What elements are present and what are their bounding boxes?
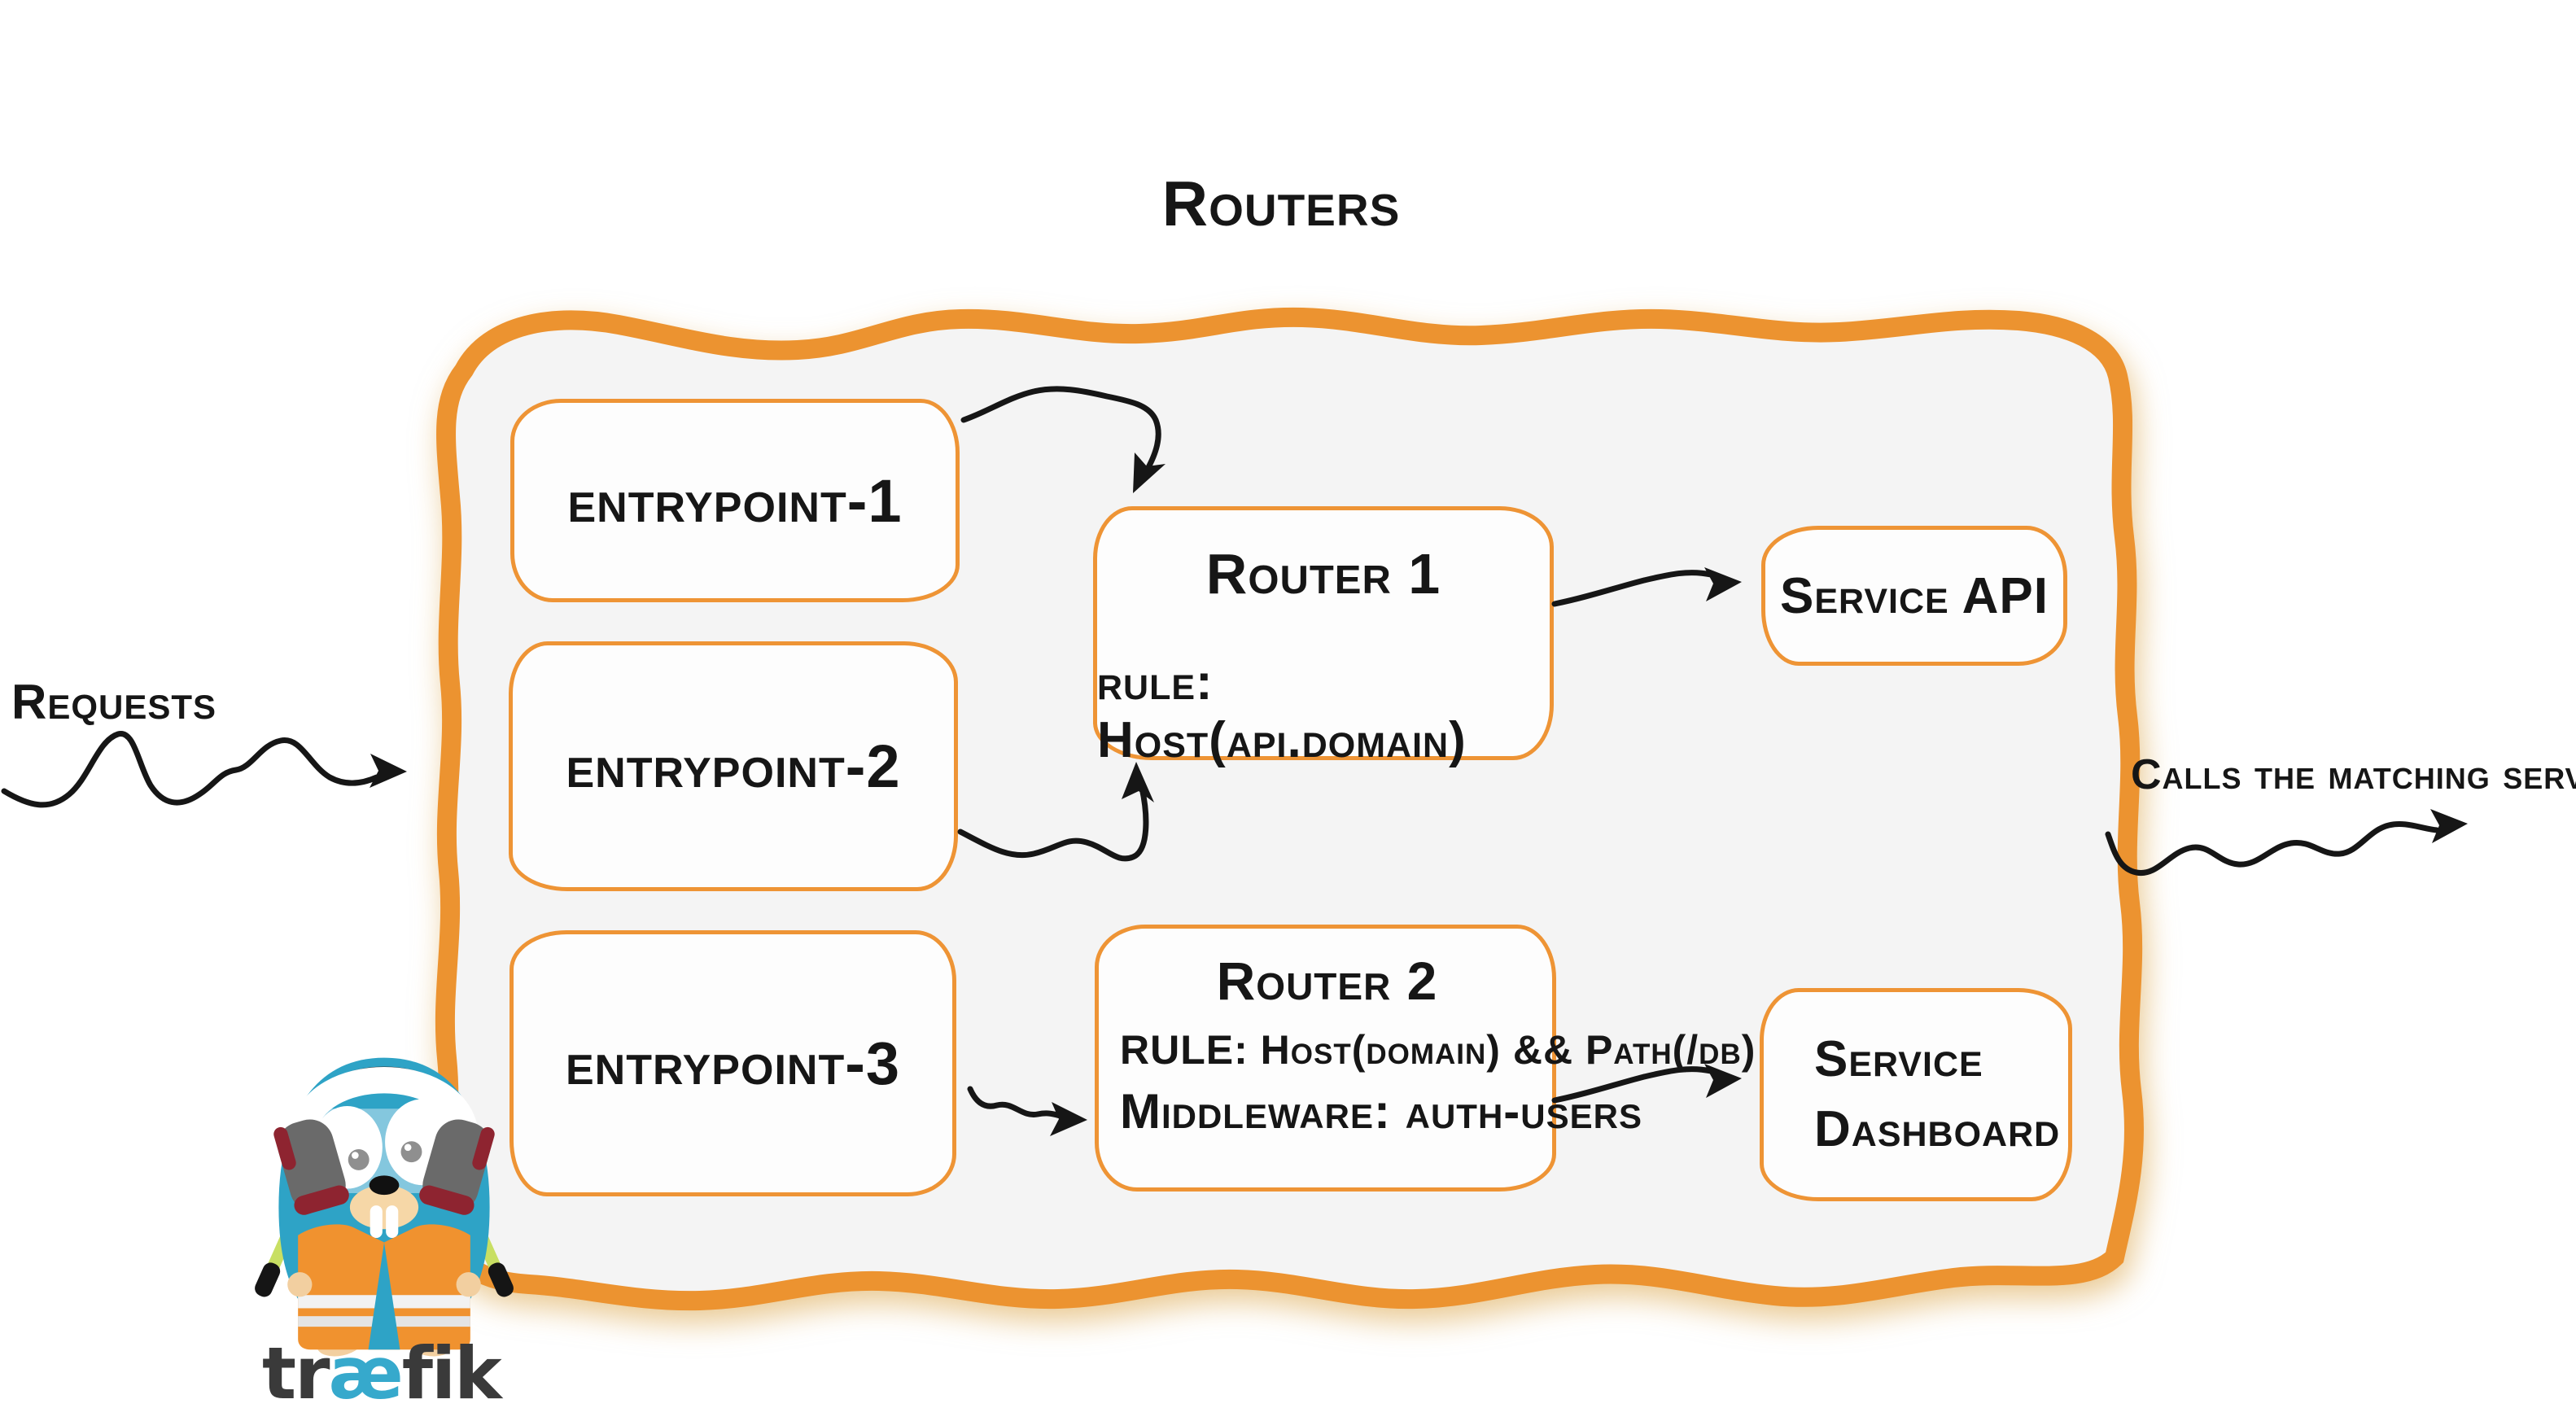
gopher-hand-right — [456, 1272, 481, 1297]
router-1-title: Router 1 — [1205, 542, 1441, 606]
headphone-cup-left — [273, 1119, 349, 1215]
diagram-title: Routers — [1161, 168, 1401, 239]
gopher-tooth-left — [370, 1205, 383, 1239]
calls-server-label: Calls the matching server — [2131, 751, 2576, 798]
router-1-box: Router 1 rule: Host(api.domain) — [1093, 506, 1554, 768]
arrow-calls-out — [2105, 809, 2468, 877]
gopher-tooth-right — [386, 1205, 399, 1239]
router-2-rule: RULE: Host(domain) && Path(/db) — [1120, 1027, 1756, 1073]
arrow-ep3-r2-head — [1050, 1102, 1087, 1136]
service-dashboard-box: Service Dashboard — [1760, 988, 2072, 1201]
arrow-entrypoint2-to-router1 — [957, 762, 1154, 862]
service-api-label: Service API — [1780, 567, 2049, 624]
arrow-router1-to-service-api — [1551, 567, 1742, 607]
arrow-requests-head — [370, 754, 407, 788]
vest-center-gap — [368, 1242, 400, 1350]
entrypoint-3-label: entrypoint-3 — [566, 1030, 900, 1097]
service-dashboard-label-line2: Dashboard — [1814, 1101, 2061, 1157]
arrow-entrypoint3-to-router2 — [967, 1086, 1087, 1136]
headphone-band — [290, 1067, 479, 1135]
entrypoint-2-label: entrypoint-2 — [566, 732, 901, 800]
wordmark-fik: fik — [401, 1331, 502, 1408]
arrow-ep2-r1-path — [957, 785, 1149, 862]
gopher-pupil-right — [400, 1141, 422, 1163]
arrow-ep3-r2-path — [967, 1086, 1066, 1120]
router-2-middleware: Middleware: auth-users — [1120, 1084, 1642, 1139]
router-2-title: Router 2 — [1216, 951, 1438, 1011]
service-dashboard-label-line1: Service — [1814, 1031, 1983, 1088]
entrypoint-1-label: entrypoint-1 — [567, 466, 903, 535]
wordmark-ae: æ — [328, 1331, 403, 1408]
arrow-r1-api-head — [1704, 567, 1742, 601]
gopher-nose — [369, 1175, 400, 1196]
router-1-rule: rule: Host(api.domain) — [1097, 654, 1467, 768]
arrow-requests-path — [1, 731, 380, 808]
pupil-highlight-left — [352, 1152, 359, 1159]
pupil-highlight-right — [404, 1143, 412, 1152]
arrow-calls-head — [2430, 809, 2468, 843]
arrow-requests-in — [1, 731, 407, 808]
headphone-cup-right — [419, 1119, 495, 1215]
entrypoint-3-box: entrypoint-3 — [510, 930, 956, 1196]
router-2-box: Router 2 RULE: Host(domain) && Path(/db)… — [1095, 925, 1755, 1192]
arrow-ep1-r1-head — [1133, 453, 1166, 493]
entrypoint-2-box: entrypoint-2 — [509, 641, 958, 891]
traefik-gopher-logo — [255, 1057, 514, 1357]
requests-label: Requests — [11, 675, 217, 729]
arrow-entrypoint1-to-router1 — [960, 386, 1166, 493]
gopher-pupil-left — [348, 1148, 370, 1170]
wordmark-tr: tr — [262, 1331, 330, 1408]
entrypoint-1-box: entrypoint-1 — [510, 399, 960, 602]
service-api-box: Service API — [1761, 526, 2067, 666]
arrow-r1-api-path — [1551, 570, 1714, 607]
gopher-muzzle — [349, 1185, 419, 1230]
arrow-ep1-r1-path — [960, 386, 1161, 474]
traefik-wordmark: træfik — [262, 1331, 502, 1408]
arrow-calls-path — [2105, 821, 2440, 877]
gopher-hand-left — [287, 1272, 313, 1297]
